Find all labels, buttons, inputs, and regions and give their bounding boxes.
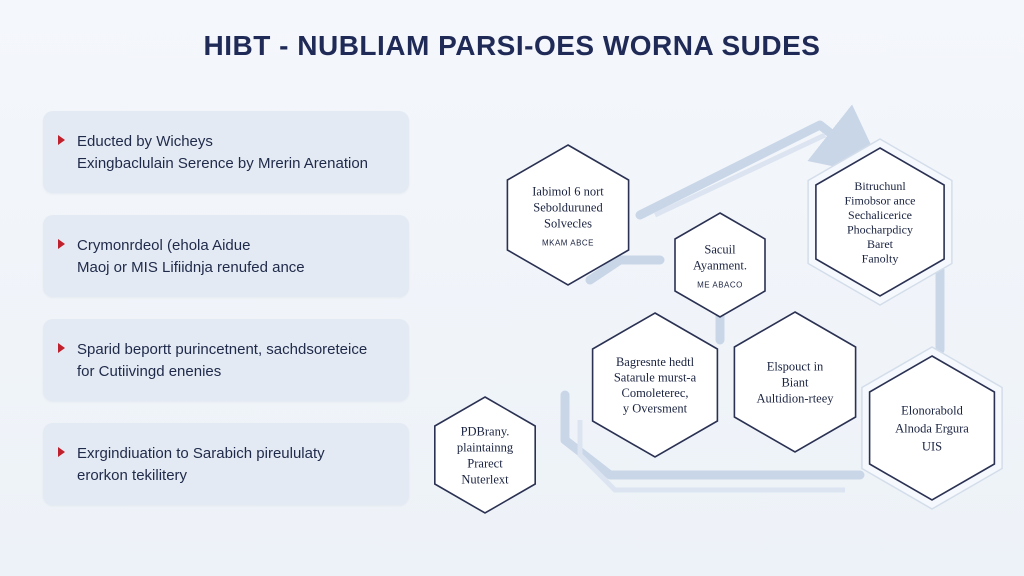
card-line: Crymonrdeol (ehola Aidue <box>77 237 251 254</box>
connector-thin-lines <box>577 132 845 493</box>
hexagon-label: Bitruchunl <box>854 179 906 193</box>
hexagon-label: Prarect <box>467 456 503 470</box>
hexagon-label: Fimobsor ance <box>845 193 916 207</box>
card-line: Sparid beportt purincetnent, sachdsorete… <box>77 341 368 358</box>
card-line: erorkon tekilitery <box>77 467 188 484</box>
page-title: HIBT - NUBLIAM PARSI-OES WORNA SUDES <box>203 30 821 61</box>
connector-top-arrow <box>635 104 887 220</box>
connector-thin-2 <box>653 132 827 218</box>
hexagon-shape <box>591 312 719 458</box>
hexagon-label: Biant <box>781 375 809 389</box>
feature-card-list: Educted by Wicheys Exingbaclulain Serenc… <box>43 111 409 527</box>
hexagon-label: Baret <box>867 237 894 251</box>
connector-lines <box>560 104 945 480</box>
bullet-arrow-icon <box>58 135 65 145</box>
connector-thin-1 <box>577 420 845 493</box>
hexagon-label: Sacuil <box>704 242 736 256</box>
hexagon-label: Elonorabold <box>901 403 964 417</box>
hexagon-label: Iabimol 6 nort <box>532 184 604 198</box>
hexagon-sublabel: MKAM ABCE <box>542 238 594 247</box>
hexagon-label: Sebolduruned <box>533 200 603 214</box>
feature-card-2: Crymonrdeol (ehola Aidue Maoj or MIS Lif… <box>43 215 409 297</box>
card-line: Exrgindiuation to Sarabich pireululaty <box>77 445 325 462</box>
hexagon-label: Bagresnte hedtl <box>616 355 695 369</box>
hexagon-shape <box>815 147 945 297</box>
hexagon-node-top-left: Iabimol 6 nortSeboldurunedSolveclesMKAM … <box>506 144 630 286</box>
bullet-arrow-icon <box>58 447 65 457</box>
hexagon-label: Alnoda Ergura <box>895 421 969 435</box>
bullet-arrow-icon <box>58 343 65 353</box>
hexagon-label: y Oversment <box>623 402 688 416</box>
connector-bottom-loop <box>560 390 865 480</box>
hexagon-label: plaintainng <box>457 440 514 454</box>
hexagon-shape <box>733 311 857 453</box>
feature-card-3: Sparid beportt purincetnent, sachdsorete… <box>43 319 409 401</box>
hexagon-label: Sechalicerice <box>848 208 912 222</box>
hexagon-label: PDBrany. <box>461 424 510 438</box>
hexagon-label: Aultidion-rteey <box>756 391 834 405</box>
hexagon-shape <box>868 355 996 501</box>
bullet-arrow-icon <box>58 239 65 249</box>
hexagon-label: Solvecles <box>544 216 592 230</box>
hexagon-label: Fanolty <box>862 251 899 265</box>
hexagon-shape <box>433 396 537 514</box>
hexagon-label: Ayanment. <box>693 258 747 272</box>
hexagon-label: Phocharpdicy <box>847 222 913 236</box>
hexagon-shape <box>506 144 630 286</box>
feature-card-4: Exrgindiuation to Sarabich pireululaty e… <box>43 423 409 505</box>
card-line: for Cutiivingd enenies <box>77 363 222 380</box>
card-line: Maoj or MIS Lifiidnja renufed ance <box>77 259 305 276</box>
card-line: Exingbaclulain Serence by Mrerin Arenati… <box>77 155 368 172</box>
hexagon-label: Nuterlext <box>461 472 509 486</box>
feature-card-1: Educted by Wicheys Exingbaclulain Serenc… <box>43 111 409 193</box>
hexagon-sublabel: ME ABACO <box>697 280 743 289</box>
card-line: Educted by Wicheys <box>77 133 213 150</box>
hexagon-label: Elspouct in <box>767 359 824 373</box>
connector-left-link <box>585 255 665 285</box>
hexagon-shape <box>674 212 766 318</box>
hexagon-label: UIS <box>922 439 942 453</box>
hexagon-label: Comoleterec, <box>622 386 689 400</box>
hexagon-label: Satarule murst-a <box>614 371 697 385</box>
